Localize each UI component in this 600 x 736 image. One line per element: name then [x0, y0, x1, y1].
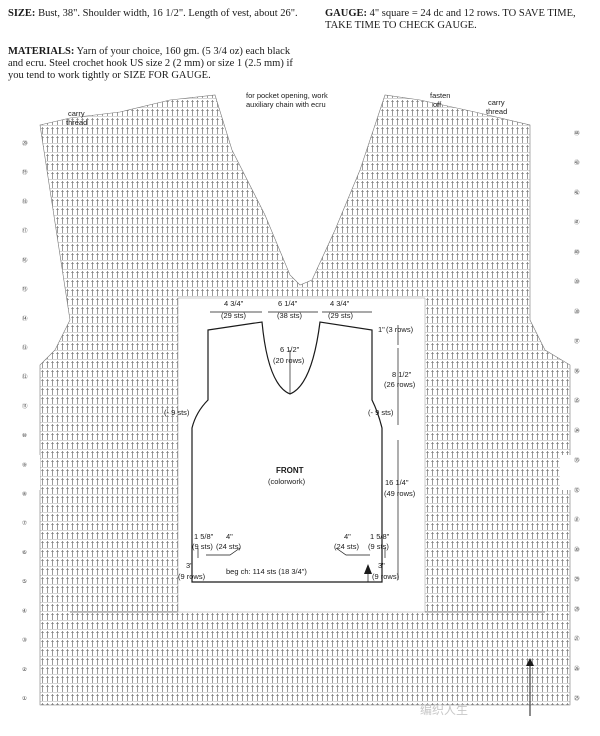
row-number: ⑧: [22, 491, 27, 498]
side-length-rows: (49 rows): [384, 489, 416, 498]
beginning-chain: beg ch: 114 sts (18 3/4"): [226, 567, 307, 576]
rows-arrow-head: [526, 658, 534, 666]
arrow-up: [364, 564, 372, 574]
hem-right-inner-sts: (24 sts): [334, 542, 360, 551]
size-text: Bust, 38". Shoulder width, 16 1/2". Leng…: [35, 8, 298, 19]
hem-left-inner: 4": [226, 532, 233, 541]
row-number: ㊴: [574, 278, 580, 286]
row-number: ㊳: [574, 307, 580, 315]
gauge-spec: GAUGE: 4" square = 24 dc and 12 rows. TO…: [325, 8, 580, 32]
row-number: ㊲: [574, 337, 580, 345]
row-number: ㉛: [574, 516, 580, 524]
materials-text: Yarn of your choice, 160 gm. (5 3/4 oz) …: [8, 46, 293, 81]
gauge-text: 4" square = 24 dc and 12 rows. TO SAVE T…: [325, 8, 576, 31]
shoulder-left: 4 3/4": [224, 299, 244, 308]
neck-depth-rows: (20 rows): [273, 356, 305, 365]
row-number: ③: [22, 637, 27, 644]
front-title: FRONT: [276, 466, 304, 475]
carry-left-1: carry: [68, 109, 85, 118]
bottom-left-rows: (9 rows): [178, 572, 206, 581]
row-number: ⑭: [22, 314, 28, 322]
front-outline: [191, 321, 383, 583]
fasten-note-2: off: [433, 100, 442, 109]
row-number: ㊶: [574, 218, 580, 226]
row-number: ㉙: [574, 575, 580, 583]
materials-label: MATERIALS:: [8, 46, 75, 57]
shoulder-right: 4 3/4": [330, 299, 350, 308]
row-number: ㊵: [574, 248, 580, 256]
row-number: ㊱: [574, 367, 580, 375]
row-number: ㉟: [574, 397, 580, 405]
row-number: ⑥: [22, 549, 27, 556]
shoulder-right-sts: (29 sts): [328, 311, 354, 320]
row-number: ⑪: [22, 402, 28, 410]
row-number: ⑫: [22, 373, 28, 381]
materials-spec: MATERIALS: Yarn of your choice, 160 gm. …: [8, 46, 298, 82]
pocket-note-line1: for pocket opening, work: [246, 91, 328, 100]
top-rows-count: (3 rows): [386, 325, 414, 334]
shoulder-left-sts: (29 sts): [221, 311, 247, 320]
row-number: ㊸: [574, 159, 580, 167]
armhole: 8 1/2": [392, 370, 412, 379]
row-number: ⑳: [22, 139, 28, 147]
row-number: ㊹: [574, 129, 580, 137]
watermark: 编织人生: [420, 702, 468, 717]
bottom-right: 3": [378, 561, 385, 570]
row-number: ④: [22, 607, 27, 614]
row-number: ㉝: [574, 456, 580, 464]
hem-right-inner: 4": [344, 532, 351, 541]
row-number: ⑱: [22, 197, 28, 205]
dec-right: (- 9 sts): [368, 408, 394, 417]
row-number: ⑨: [22, 461, 27, 468]
carry-left-2: thread: [66, 118, 87, 127]
size-label: SIZE:: [8, 8, 36, 19]
schematic-panel: [177, 297, 426, 613]
row-number: ⑩: [22, 432, 27, 439]
row-number: ㉘: [574, 605, 580, 613]
hem-left-outer-sts: (9 sts): [192, 542, 213, 551]
row-number: ㉚: [574, 545, 580, 553]
fasten-note-1: fasten: [430, 91, 450, 100]
carry-right-2: thread: [486, 107, 507, 116]
row-number: ⑤: [22, 578, 27, 585]
row-number: ⑰: [22, 227, 28, 235]
waist-gap-right: [560, 455, 575, 490]
neck-width: 6 1/4": [278, 299, 298, 308]
pocket-note-line2: auxiliary chain with ecru: [246, 100, 326, 109]
dimension-lines: [191, 311, 399, 582]
size-spec: SIZE: Bust, 38". Shoulder width, 16 1/2"…: [8, 8, 298, 20]
carry-right-1: carry: [488, 98, 505, 107]
row-number: ②: [22, 666, 27, 673]
bottom-right-rows: (9 rows): [372, 572, 400, 581]
side-length: 16 1/4": [385, 478, 409, 487]
row-number: ㉞: [574, 426, 580, 434]
hem-right-outer-sts: (9 sts): [368, 542, 389, 551]
neck-width-sts: (38 sts): [277, 311, 303, 320]
bottom-left: 3": [186, 561, 193, 570]
armhole-rows: (26 rows): [384, 380, 416, 389]
row-numbers-left: ⑳ ⑲ ⑱ ⑰ ⑯ ⑮ ⑭ ⑬ ⑫ ⑪ ⑩ ⑨ ⑧ ⑦ ⑥ ⑤ ④ ③ ② ①: [22, 139, 28, 702]
row-number: ⑮: [22, 285, 28, 293]
row-number: ㉖: [574, 664, 580, 672]
row-number: ⑬: [22, 344, 28, 352]
gauge-label: GAUGE:: [325, 8, 367, 19]
row-number: ①: [22, 695, 27, 702]
row-number: ⑲: [22, 168, 28, 176]
neck-depth: 6 1/2": [280, 345, 300, 354]
waist-gap-left: [28, 455, 40, 490]
row-number: ㉜: [574, 486, 580, 494]
row-number: ㉗: [574, 635, 580, 643]
row-number: ㉕: [574, 694, 580, 702]
row-number: ㊷: [574, 189, 580, 197]
dec-left: (- 9 sts): [164, 408, 190, 417]
top-rows: 1": [378, 325, 385, 334]
hem-left-inner-sts: (24 sts): [216, 542, 242, 551]
row-number: ⑯: [22, 256, 28, 264]
hem-right-outer: 1 5/8": [370, 532, 390, 541]
row-number: ⑦: [22, 520, 27, 527]
hem-left-outer: 1 5/8": [194, 532, 214, 541]
front-subtitle: (colorwork): [268, 477, 306, 486]
